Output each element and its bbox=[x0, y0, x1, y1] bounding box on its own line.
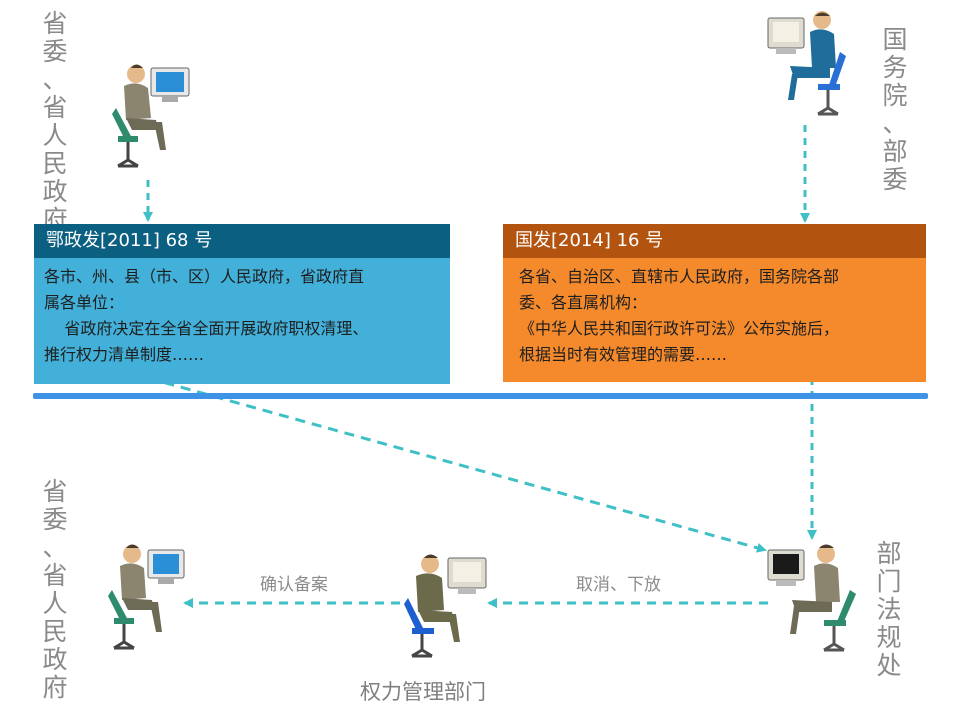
document-line: 推行权力清单制度…… bbox=[44, 345, 205, 364]
vertical-label-char: 法 bbox=[876, 595, 902, 624]
vertical-label-char: 委 bbox=[882, 165, 908, 194]
vertical-label-char: 民 bbox=[42, 617, 68, 646]
vertical-label-char: 门 bbox=[876, 567, 902, 596]
vertical-label-char: 院 bbox=[882, 81, 908, 110]
vertical-label-char: 省 bbox=[42, 561, 68, 590]
document-title: 国发[2014] 16 号 bbox=[503, 224, 926, 258]
vertical-label-char: 省 bbox=[42, 9, 68, 38]
vertical-label-char: 委 bbox=[42, 37, 68, 66]
vertical-label-char: 务 bbox=[882, 53, 908, 82]
document-title: 鄂政发[2011] 68 号 bbox=[34, 224, 450, 258]
document-line: 委、各直属机构： bbox=[519, 293, 648, 312]
person-computer-top-left bbox=[96, 58, 201, 182]
document-body: 各市、州、县（市、区）人民政府，省政府直 属各单位： 省政府决定在全省全面开展政… bbox=[34, 258, 450, 384]
vertical-label-char: 府 bbox=[42, 673, 68, 702]
person-at-computer-icon bbox=[767, 544, 856, 652]
horizontal-divider bbox=[33, 393, 928, 399]
label-provincial-committee-bottom: 省委、省人民政府 bbox=[40, 478, 70, 702]
label-confirm-record: 确认备案 bbox=[260, 575, 328, 595]
document-body: 各省、自治区、直辖市人民政府，国务院各部 委、各直属机构： 《中华人民共和国行政… bbox=[503, 258, 926, 382]
vertical-label-char: 民 bbox=[42, 149, 68, 178]
document-box-state-council: 国发[2014] 16 号 各省、自治区、直辖市人民政府，国务院各部 委、各直属… bbox=[503, 224, 926, 382]
vertical-label-char: 、 bbox=[42, 65, 68, 94]
vertical-label-char: 部 bbox=[876, 539, 902, 568]
label-state-council: 国务院、部委 bbox=[880, 26, 910, 194]
person-at-computer-icon bbox=[767, 11, 846, 116]
document-line: 各省、自治区、直辖市人民政府，国务院各部 bbox=[519, 267, 840, 286]
person-computer-bottom-left bbox=[98, 538, 198, 662]
document-line: 各市、州、县（市、区）人民政府，省政府直 bbox=[44, 267, 365, 286]
document-line: 根据当时有效管理的需要…… bbox=[519, 345, 728, 364]
person-at-computer-icon bbox=[404, 554, 487, 658]
arrow-leftbox-to-dept bbox=[147, 376, 767, 553]
person-computer-top-right bbox=[760, 8, 865, 127]
document-line: 属各单位： bbox=[44, 293, 125, 312]
vertical-label-char: 省 bbox=[42, 477, 68, 506]
vertical-label-char: 、 bbox=[882, 109, 908, 138]
label-power-management-department: 权力管理部门 bbox=[360, 680, 486, 704]
label-legal-department: 部门法规处 bbox=[874, 540, 904, 680]
person-computer-bottom-center bbox=[400, 550, 500, 669]
vertical-label-char: 省 bbox=[42, 93, 68, 122]
vertical-label-char: 人 bbox=[42, 589, 68, 618]
document-line: 省政府决定在全省全面开展政府职权清理、 bbox=[44, 319, 369, 338]
vertical-label-char: 处 bbox=[876, 651, 902, 680]
person-computer-bottom-right bbox=[766, 540, 866, 669]
vertical-label-char: 政 bbox=[42, 645, 68, 674]
person-at-computer-icon bbox=[112, 64, 190, 168]
vertical-label-char: 人 bbox=[42, 121, 68, 150]
vertical-label-char: 规 bbox=[876, 623, 902, 652]
vertical-label-char: 委 bbox=[42, 505, 68, 534]
vertical-label-char: 政 bbox=[42, 177, 68, 206]
document-line: 《中华人民共和国行政许可法》公布实施后， bbox=[519, 319, 840, 338]
document-box-hubei: 鄂政发[2011] 68 号 各市、州、县（市、区）人民政府，省政府直 属各单位… bbox=[34, 224, 450, 384]
vertical-label-char: 国 bbox=[882, 25, 908, 54]
vertical-label-char: 部 bbox=[882, 137, 908, 166]
label-provincial-committee-top: 省委、省人民政府 bbox=[40, 10, 70, 234]
vertical-label-char: 、 bbox=[42, 533, 68, 562]
person-at-computer-icon bbox=[108, 544, 185, 650]
label-cancel-delegate: 取消、下放 bbox=[576, 575, 661, 595]
